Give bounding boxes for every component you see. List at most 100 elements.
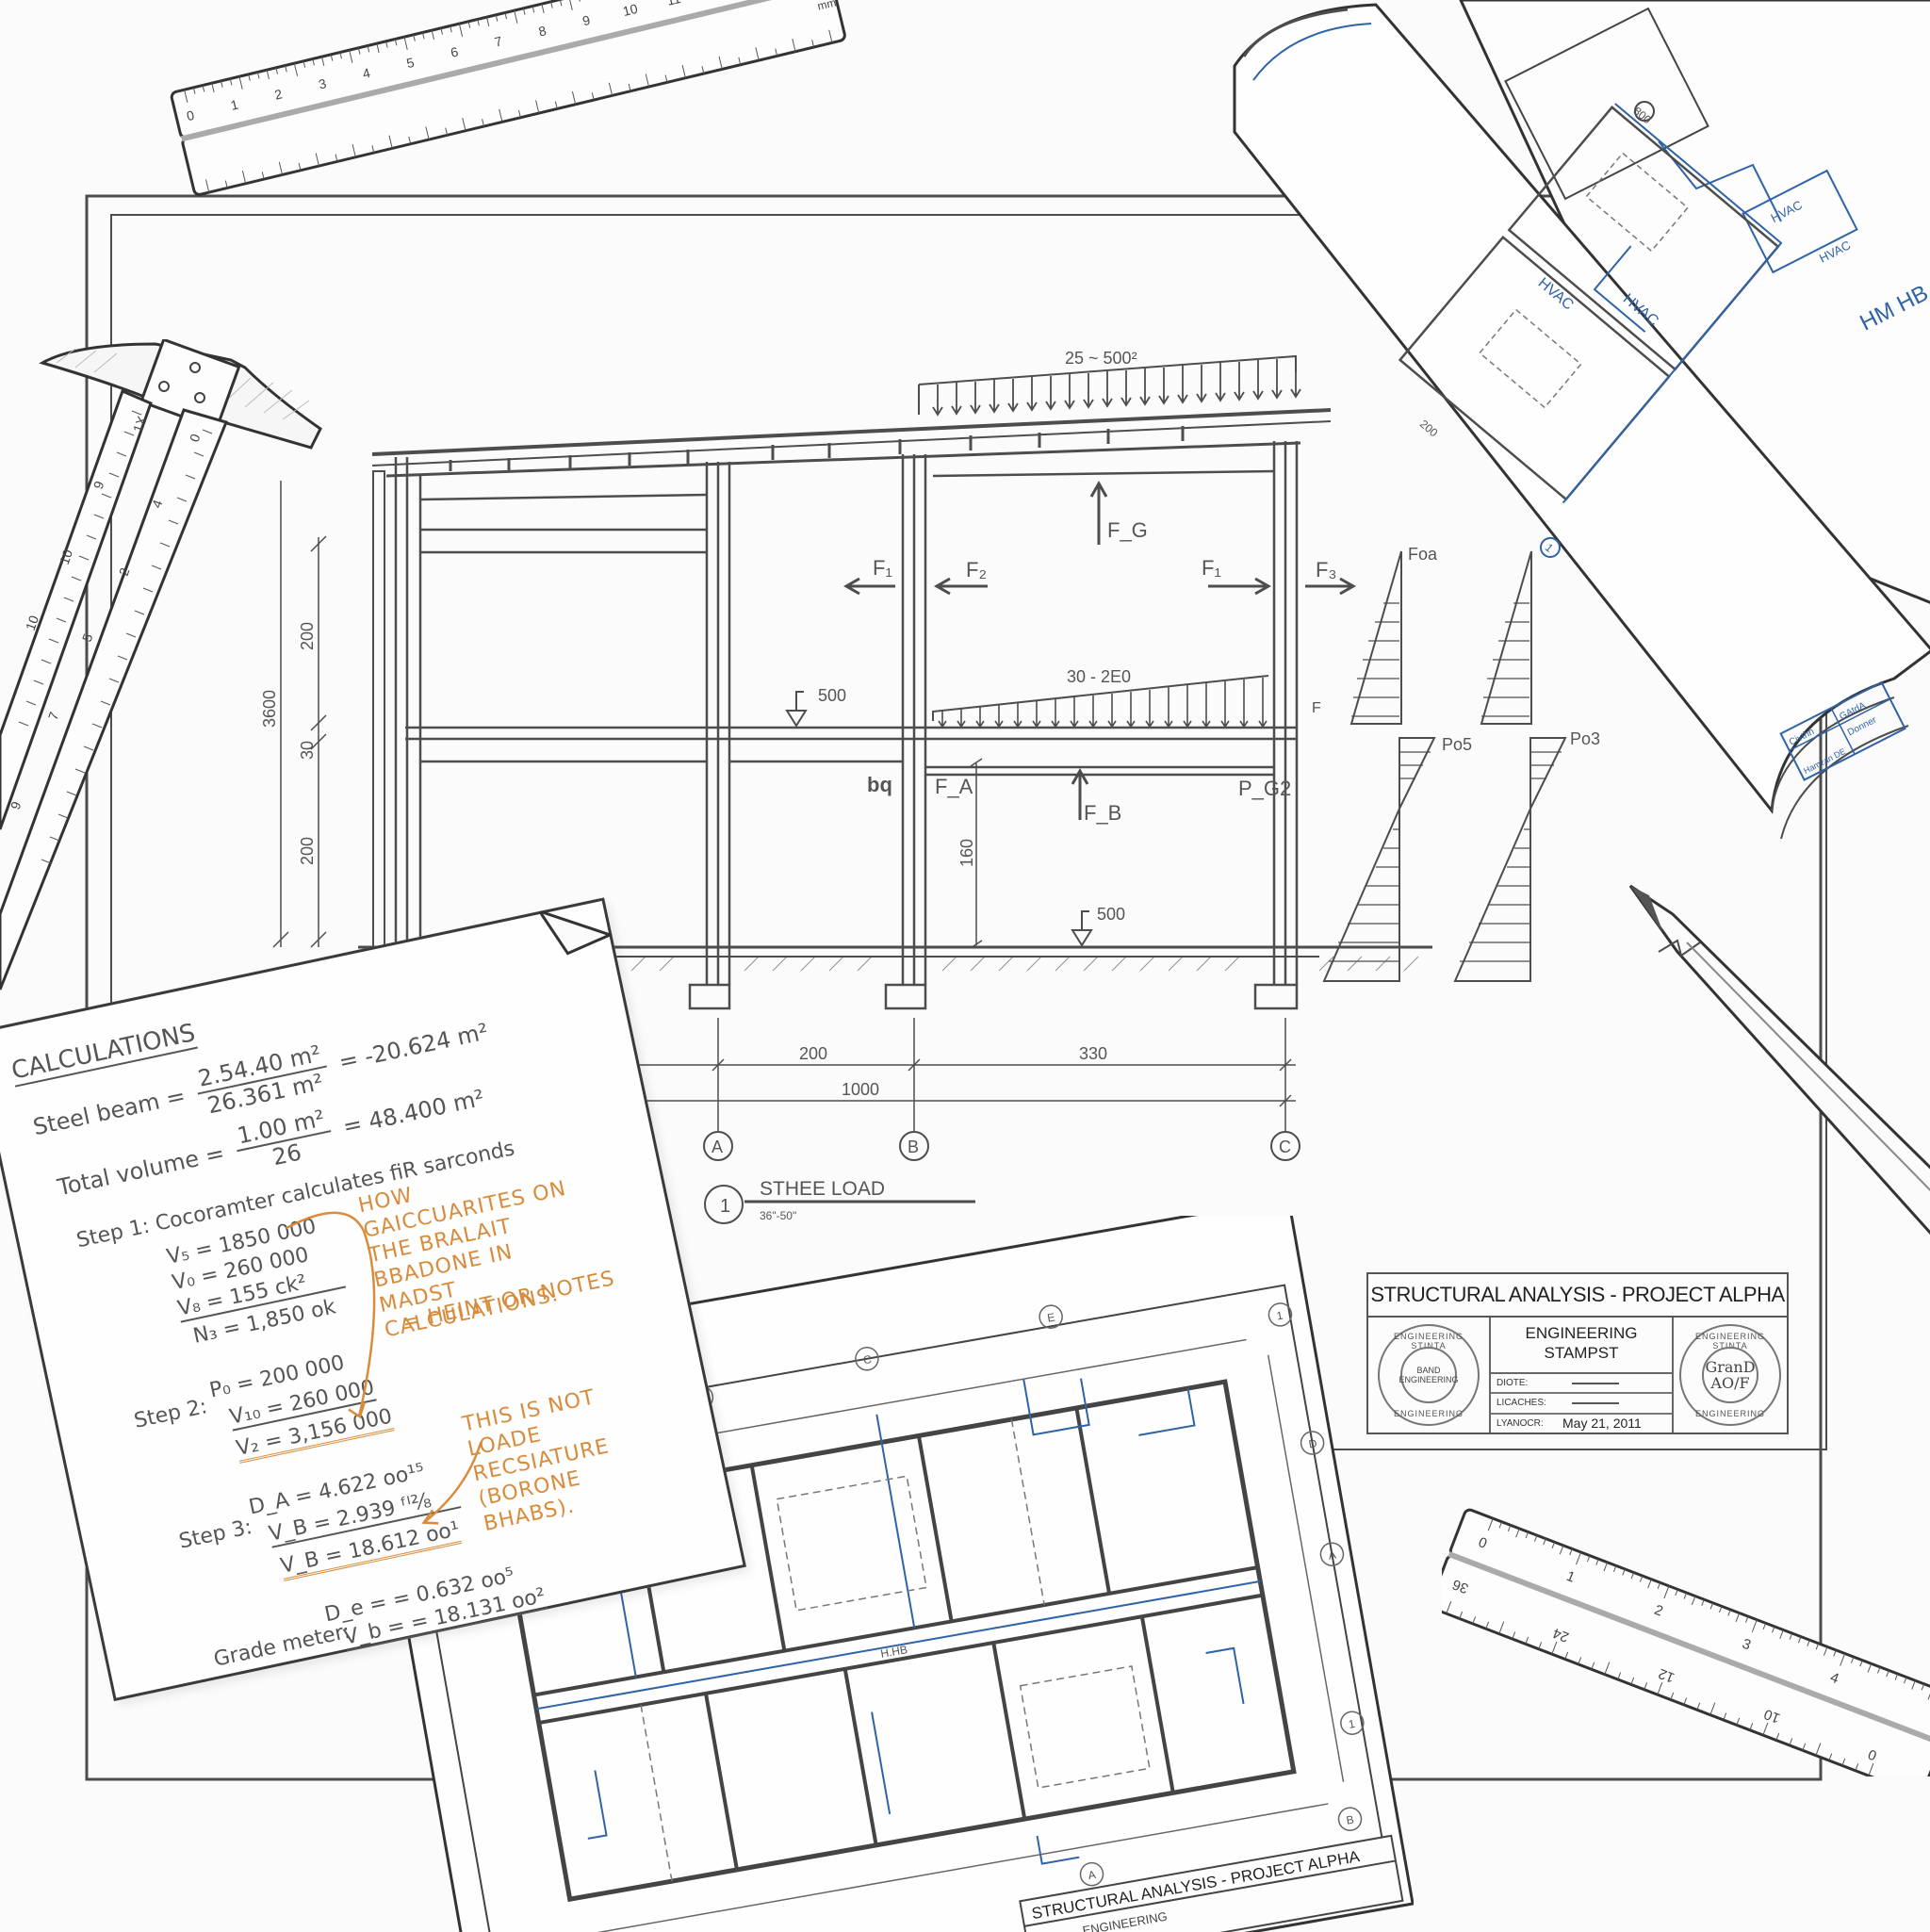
calc-label: Total volume = [55, 1139, 227, 1202]
plan-grid-bubble: 1 [1275, 1308, 1284, 1322]
stamp-center: BAND ENGINEERING [1399, 1347, 1459, 1403]
level-mark-upper: 500 [818, 686, 846, 705]
dim-vertical-lower: 200 [298, 837, 317, 865]
ruler-unit: mm [816, 0, 838, 13]
t-square: 1X 9 10 10 0 4 2 5 7 9 [0, 339, 322, 991]
force-fa: F_A [935, 775, 973, 798]
section-callout-number: 1 [720, 1196, 730, 1217]
pressure-diagrams [1322, 550, 1567, 982]
pencil-icon [1628, 884, 1930, 1236]
ruler-mark: 6 [449, 43, 460, 59]
stamp-center: GranD AO/F [1702, 1347, 1758, 1403]
title-block-row: LICACHES: [1491, 1394, 1672, 1415]
force-arrows [842, 480, 1357, 820]
ruler-mark: 10 [1762, 1706, 1783, 1727]
engineering-stamp-right: ENGINEERING STINTA GranD AO/F ENGINEERIN… [1679, 1324, 1781, 1426]
dim-span-3: 330 [1079, 1044, 1107, 1063]
ruler-mark: 4 [361, 65, 372, 81]
plan-grid-bubble: A [1327, 1548, 1336, 1563]
ruler-mark: 24 [1551, 1625, 1572, 1645]
force-pg2: P_G2 [1238, 777, 1291, 800]
level-marks [785, 691, 1093, 947]
floor-load-label: 30 - 2E0 [1067, 667, 1131, 686]
section-callout-title: STHEE LOAD [760, 1178, 885, 1200]
plan-grid-bubble: A [1088, 1868, 1097, 1882]
floor-load [932, 675, 1269, 729]
row-label: DIOTE: [1497, 1378, 1529, 1389]
plan-room-label: H.HB [879, 1643, 908, 1661]
row-label: LYANOCR: [1497, 1417, 1544, 1429]
stamp-ring-bottom: ENGINEERING [1694, 1409, 1765, 1418]
stamp-left-cell: ENGINEERING STINTA BAND ENGINEERING ENGI… [1368, 1318, 1491, 1433]
stamp-ring-bottom: ENGINEERING [1393, 1409, 1464, 1418]
horizontal-dimensions [523, 1018, 1296, 1131]
engineering-stamp-left: ENGINEERING STINTA BAND ENGINEERING ENGI… [1378, 1324, 1480, 1426]
stamp-ring-top: ENGINEERING STINTA [1694, 1332, 1765, 1351]
tsquare-mark: 1X [130, 414, 150, 434]
grid-bubbles [703, 1131, 1300, 1224]
plan-grid-bubble: B [1346, 1813, 1355, 1827]
force-fg: F_G [1107, 518, 1148, 542]
dim-overall: 1000 [842, 1080, 879, 1099]
tsquare-mark: 7 [45, 710, 62, 722]
ruler-mark: 10 [621, 1, 639, 19]
force-bq: bq [867, 773, 892, 796]
ruler-mark: 36 [1450, 1576, 1471, 1596]
plan-grid-bubble: D [1308, 1436, 1318, 1450]
tsquare-mark: 5 [79, 631, 96, 644]
section-callout-scale: 36"-50" [760, 1209, 796, 1222]
row-label: LICACHES: [1497, 1398, 1546, 1409]
title-block-heading: ENGINEERING STAMPST [1491, 1318, 1672, 1374]
ruler-mark: 0 [185, 107, 196, 123]
row-blank-line [1572, 1382, 1619, 1384]
calc-label: Steel beam = [30, 1082, 188, 1141]
title-block-row: DIOTE: [1491, 1374, 1672, 1395]
plan-grid-bubble: 1 [1543, 541, 1556, 555]
ruler-mark: 8 [537, 23, 548, 39]
beams [405, 469, 1297, 777]
dim-vertical-overall: 3600 [260, 690, 279, 728]
plan-grid-bubble: 1 [1348, 1717, 1356, 1731]
title-block-row: LYANOCR: May 21, 2011 [1491, 1415, 1672, 1433]
stamp-ring-top: ENGINEERING STINTA [1393, 1332, 1464, 1351]
row-date-value: May 21, 2011 [1562, 1416, 1642, 1432]
force-f: F [1312, 700, 1321, 716]
grid-bubble-b: B [908, 1138, 919, 1156]
level-mark-lower: 500 [1097, 905, 1125, 924]
page-curl-icon [539, 909, 614, 956]
columns [394, 441, 1299, 985]
calc-result: = -20.624 m² [336, 1018, 491, 1076]
annotation-arrows [285, 1211, 482, 1525]
dim-vertical-interior: 160 [957, 839, 976, 867]
row-blank-line [1572, 1401, 1619, 1404]
plan-title-cell: Donner [1846, 714, 1879, 738]
dim-vertical-upper: 200 [298, 622, 317, 650]
ruler-mark: 3 [317, 75, 328, 91]
calc-step3-label: Step 3: [176, 1514, 254, 1554]
title-block-title: STRUCTURAL ANALYSIS - PROJECT ALPHA [1368, 1274, 1787, 1318]
pressure-label-po3: Po3 [1570, 729, 1600, 748]
grid-bubble-a: A [711, 1138, 723, 1156]
rolled-blueprint: HVAC HVAC HM HB HVAC HVAC 800 200 1 Civt… [1233, 0, 1930, 840]
pressure-label-foa: Foa [1408, 545, 1438, 564]
force-f1-left: F₁ [873, 556, 892, 580]
roof-load-label: 25 ~ 500² [1065, 349, 1137, 368]
tsquare-mark: 10 [23, 614, 41, 632]
calc-step2-label: Step 2: [132, 1395, 210, 1433]
plan-dim: 200 [1417, 418, 1441, 440]
dim-span-2: 200 [799, 1044, 827, 1063]
force-f2: F₂ [966, 558, 987, 581]
ruler-mark: 1 [229, 97, 240, 113]
roof-structure [371, 354, 1332, 478]
plan-grid-bubble: C [862, 1352, 873, 1367]
ruler-mark: 9 [581, 12, 592, 28]
tsquare-mark: 9 [8, 799, 25, 811]
footings [688, 983, 1299, 1010]
force-fb: F_B [1084, 801, 1121, 825]
calc-fraction: 1.00 m² 26 [231, 1104, 336, 1178]
ruler-mark: 12 [1657, 1665, 1677, 1686]
force-f1-right: F₁ [1202, 556, 1221, 580]
top-ruler: 0 1 2 3 4 5 6 7 8 9 10 11 12 13 14 mm [170, 0, 846, 196]
plan-grid-bubble: E [1046, 1311, 1055, 1325]
tsquare-mark: 10 [57, 548, 75, 566]
